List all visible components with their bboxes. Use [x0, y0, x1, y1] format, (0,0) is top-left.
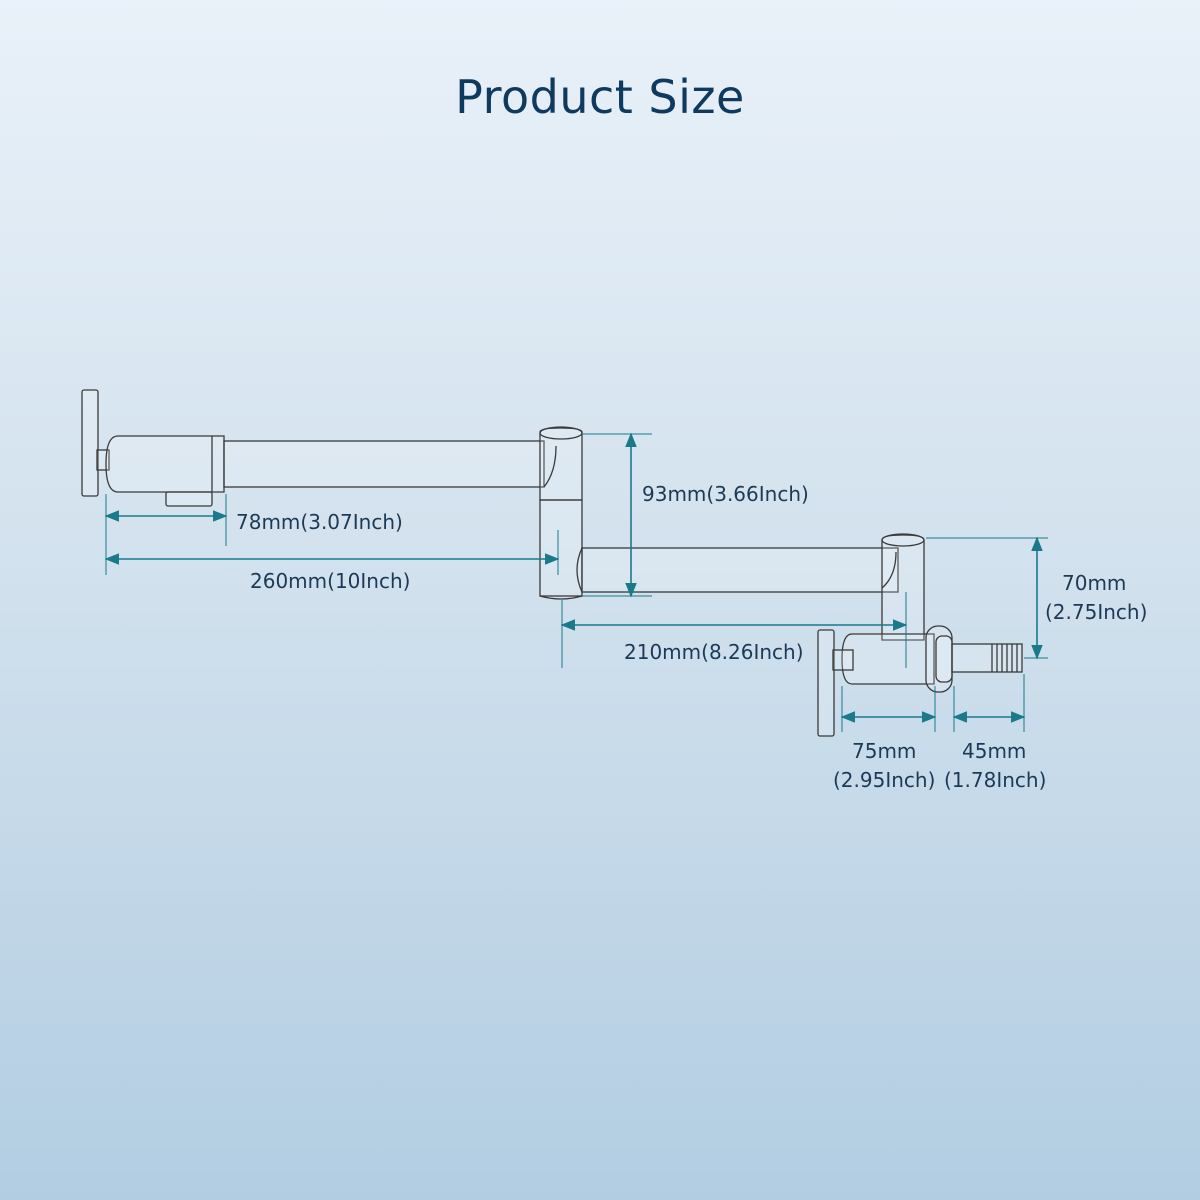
- label-spout-tip: 78mm(3.07Inch): [236, 510, 403, 534]
- dimension-inlet: 45mm (1.78Inch): [944, 674, 1046, 792]
- label-base-height-1: 70mm: [1062, 571, 1126, 595]
- label-inlet-2: (1.78Inch): [944, 768, 1046, 792]
- label-valve-body-2: (2.95Inch): [833, 768, 935, 792]
- dimension-valve-body: 75mm (2.95Inch): [833, 686, 937, 792]
- spout-head: [105, 435, 225, 493]
- dimension-spout-tip: 78mm(3.07Inch): [104, 494, 403, 575]
- spout-handle: [81, 389, 99, 497]
- dimension-front-arm: 260mm(10Inch): [104, 530, 560, 593]
- label-valve-body-1: 75mm: [852, 739, 916, 763]
- valve-body: [841, 633, 935, 685]
- label-rear-arm: 210mm(8.26Inch): [624, 640, 804, 664]
- dimension-base-height: 70mm (2.75Inch): [926, 536, 1147, 660]
- dimension-joint-height: 93mm(3.66Inch): [582, 432, 809, 598]
- front-arm: [223, 440, 545, 488]
- rear-arm: [581, 547, 899, 593]
- label-front-arm: 260mm(10Inch): [250, 569, 410, 593]
- rear-handle-stem: [832, 649, 854, 671]
- middle-joint-lower: [539, 499, 583, 597]
- label-joint-height: 93mm(3.66Inch): [642, 482, 809, 506]
- inlet-threads: [991, 644, 1018, 672]
- rear-handle: [817, 629, 835, 737]
- label-base-height-2: (2.75Inch): [1045, 600, 1147, 624]
- faucet-outline: [81, 389, 1023, 737]
- inlet-pipe: [951, 643, 1023, 673]
- page-title: Product Size: [455, 70, 745, 124]
- aerator: [165, 491, 213, 507]
- label-inlet-1: 45mm: [962, 739, 1026, 763]
- dimension-rear-arm: 210mm(8.26Inch): [560, 592, 908, 668]
